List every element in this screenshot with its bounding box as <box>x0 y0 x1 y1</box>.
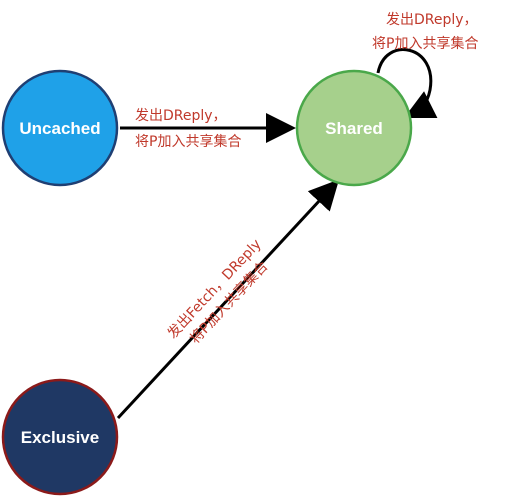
state-exclusive-label: Exclusive <box>21 428 99 447</box>
label-uncached-to-shared-line1: 发出DReply， <box>135 108 227 124</box>
state-uncached: Uncached <box>1 69 119 187</box>
label-uncached-to-shared-line2: 将P加入共享集合 <box>135 133 241 150</box>
edge-shared-self-loop <box>376 48 438 119</box>
label-shared-self-line2: 将P加入共享集合 <box>372 35 478 52</box>
state-shared-circle <box>295 69 413 187</box>
label-shared-self-line1: 发出DReply， <box>386 12 478 28</box>
state-shared-label: Shared <box>325 119 383 138</box>
label-shared-self: 发出DReply， 将P加入共享集合 <box>372 12 478 52</box>
label-uncached-to-shared: 发出DReply， 将P加入共享集合 <box>135 108 241 150</box>
state-exclusive: Exclusive <box>1 378 119 496</box>
state-exclusive-circle <box>1 378 119 496</box>
edge-exclusive-to-shared <box>116 179 340 420</box>
state-uncached-circle <box>1 69 119 187</box>
label-exclusive-to-shared: 发出Fetch，DReply 将P加入共享集合 <box>165 236 272 347</box>
state-shared: Shared <box>295 69 413 187</box>
state-uncached-label: Uncached <box>19 119 100 138</box>
